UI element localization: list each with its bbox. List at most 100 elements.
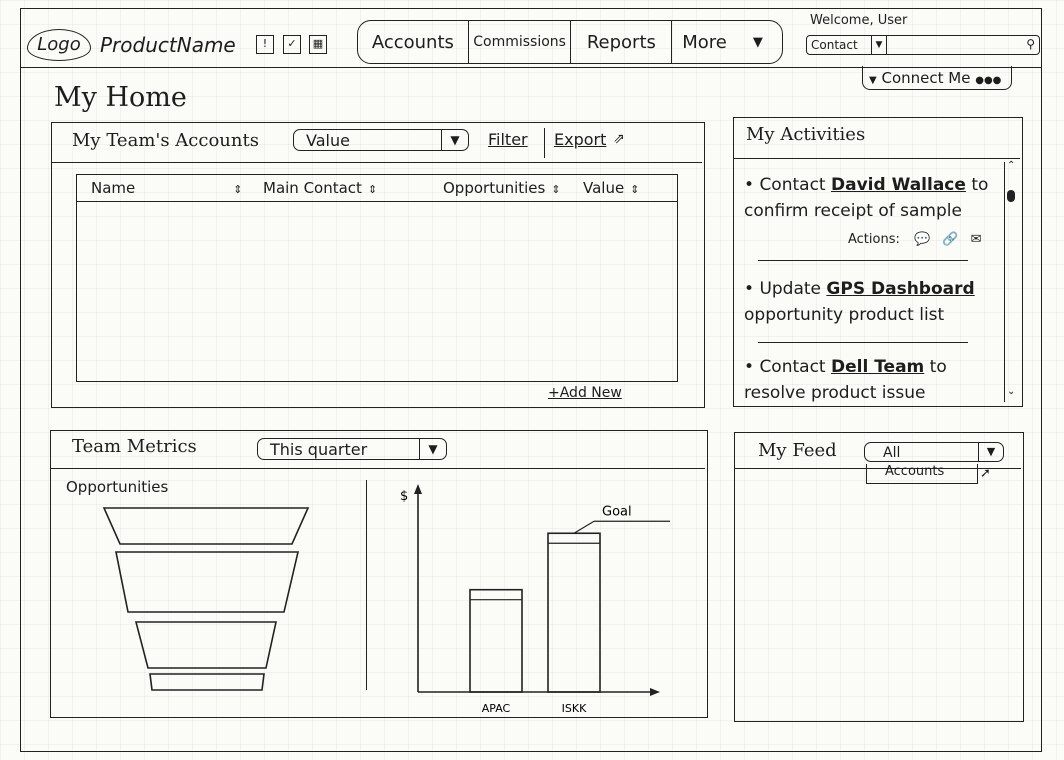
alert-icon[interactable]: ! <box>256 35 274 54</box>
x-tick-label: ISKK <box>562 702 587 715</box>
feed-panel-title: My Feed <box>758 440 837 461</box>
feed-header-divider <box>735 468 1021 469</box>
connect-me-label: Connect Me <box>881 69 971 87</box>
export-icon[interactable]: ⇗ <box>613 131 625 147</box>
scroll-down-icon[interactable]: ⌄ <box>1007 386 1016 397</box>
chevron-down-icon: ▼ <box>752 34 763 50</box>
metrics-panel <box>50 430 708 718</box>
nav-commissions[interactable]: Commissions <box>469 21 572 63</box>
link-icon[interactable]: 🔗 <box>942 232 959 247</box>
chevron-down-icon: ▼ <box>871 36 886 54</box>
product-name: ProductName <box>100 33 236 57</box>
activity-link[interactable]: Dell Team <box>830 357 925 377</box>
scrollbar-thumb[interactable] <box>1007 190 1015 202</box>
cursor-icon: ➚ <box>980 466 991 481</box>
sort-icon: ⇕ <box>233 183 243 196</box>
y-axis-label: $ <box>400 489 408 504</box>
activity-text: to resolve product issue <box>744 357 947 402</box>
sort-icon: ⇕ <box>630 183 640 196</box>
opportunity-funnel <box>102 507 310 691</box>
activities-scrollbar[interactable]: ⌃ ⌄ <box>1004 160 1019 402</box>
calendar-icon[interactable]: ▦ <box>309 35 327 54</box>
activity-item: • Contact Dell Team to resolve product i… <box>744 357 947 402</box>
mail-icon[interactable]: ✉ <box>970 232 982 247</box>
activity-item: • Contact David Wallace to confirm recei… <box>744 175 989 221</box>
goal-label: Goal <box>602 504 632 519</box>
search-scope-select[interactable]: Contact ▼ <box>807 36 887 54</box>
column-value[interactable]: Value⇕ <box>583 179 639 197</box>
actions-label: Actions: <box>848 232 900 247</box>
y-axis-arrow <box>414 484 422 494</box>
add-new-link[interactable]: +Add New <box>548 385 622 401</box>
activity-text: Contact <box>759 175 831 195</box>
funnel-stage <box>115 551 300 613</box>
activity-text: opportunity product list <box>744 305 945 325</box>
activity-text: Update <box>759 279 827 299</box>
column-opportunities-label: Opportunities <box>443 179 546 197</box>
app-frame <box>20 8 1042 752</box>
header-divider <box>20 67 1042 68</box>
caret-down-icon: ▼ <box>869 75 877 86</box>
bar-apac <box>469 588 523 693</box>
sort-icon: ⇕ <box>551 183 561 196</box>
chevron-down-icon: ▼ <box>441 130 468 150</box>
feed-panel <box>734 432 1024 722</box>
metrics-panel-title: Team Metrics <box>72 436 197 457</box>
accounts-dropdown-label: Value <box>306 131 350 150</box>
feed-filter-dropdown[interactable]: All ▼ <box>864 442 1004 462</box>
funnel-stage <box>149 673 265 691</box>
page-title: My Home <box>54 82 187 113</box>
accounts-panel <box>51 122 705 408</box>
accounts-header-divider <box>52 162 702 163</box>
activity-text: to confirm receipt of sample <box>744 175 989 221</box>
period-dropdown[interactable]: This quarter ▼ <box>257 438 447 460</box>
accounts-panel-title: My Team's Accounts <box>72 130 259 151</box>
accounts-table: Name ⇕ Main Contact ⇕ Opportunities ⇕ Value… <box>76 174 678 382</box>
activity-item: • Update GPS Dashboard opportunity produ… <box>744 279 975 325</box>
accounts-value-dropdown[interactable]: Value ▼ <box>293 129 469 151</box>
activity-link[interactable]: GPS Dashboard <box>826 279 975 299</box>
metrics-header-divider <box>51 468 705 469</box>
bar-iskk <box>547 532 601 693</box>
sort-icon: ⇕ <box>367 183 378 196</box>
feed-dropdown-label: All <box>883 445 901 461</box>
search-scope-label: Contact <box>811 38 858 52</box>
column-name[interactable]: Name ⇕ <box>91 179 242 197</box>
search-icon[interactable]: ⚲ <box>1026 37 1035 51</box>
nav-reports[interactable]: Reports <box>571 21 673 63</box>
main-nav: Accounts Commissions Reports More ▼ <box>357 20 783 64</box>
nav-accounts[interactable]: Accounts <box>358 21 469 63</box>
funnel-label: Opportunities <box>66 478 169 496</box>
logo[interactable]: Logo <box>27 29 91 61</box>
activities-header-divider <box>734 158 1020 159</box>
column-main-contact[interactable]: Main Contact ⇕ <box>263 179 377 197</box>
search-input[interactable] <box>889 37 1023 53</box>
comment-icon[interactable]: 💬 <box>914 232 931 247</box>
search-bar: Contact ▼ ⚲ <box>806 35 1040 55</box>
nav-more[interactable]: More ▼ <box>672 21 782 63</box>
scroll-up-icon[interactable]: ⌃ <box>1007 160 1016 171</box>
export-link[interactable]: Export <box>554 130 607 149</box>
x-axis-arrow <box>650 688 660 696</box>
period-dropdown-label: This quarter <box>270 440 368 459</box>
table-header: Name ⇕ Main Contact ⇕ Opportunities ⇕ Value… <box>77 175 677 202</box>
activities-panel <box>733 117 1023 407</box>
goal-leader-line <box>573 520 595 534</box>
column-main-contact-label: Main Contact <box>263 179 362 197</box>
revenue-bar-chart: $ APAC ISKK Goal <box>400 484 670 715</box>
column-name-label: Name <box>91 179 136 197</box>
activity-link[interactable]: David Wallace <box>830 175 966 195</box>
x-tick-label: APAC <box>482 702 511 715</box>
connect-me-button[interactable]: ▼ Connect Me ●●● <box>862 66 1012 90</box>
activity-actions: Actions: 💬 🔗 ✉ <box>848 232 982 247</box>
metrics-divider <box>366 480 367 690</box>
filter-link[interactable]: Filter <box>488 130 528 149</box>
chevron-down-icon: ▼ <box>419 439 446 459</box>
divider <box>544 128 545 158</box>
task-check-icon[interactable]: ✓ <box>283 35 301 54</box>
activities-panel-title: My Activities <box>746 124 866 145</box>
feed-option-accounts[interactable]: Accounts <box>866 464 978 484</box>
column-opportunities[interactable]: Opportunities ⇕ <box>443 179 561 197</box>
activity-divider <box>758 342 968 343</box>
chevron-down-icon: ▼ <box>978 443 1003 461</box>
